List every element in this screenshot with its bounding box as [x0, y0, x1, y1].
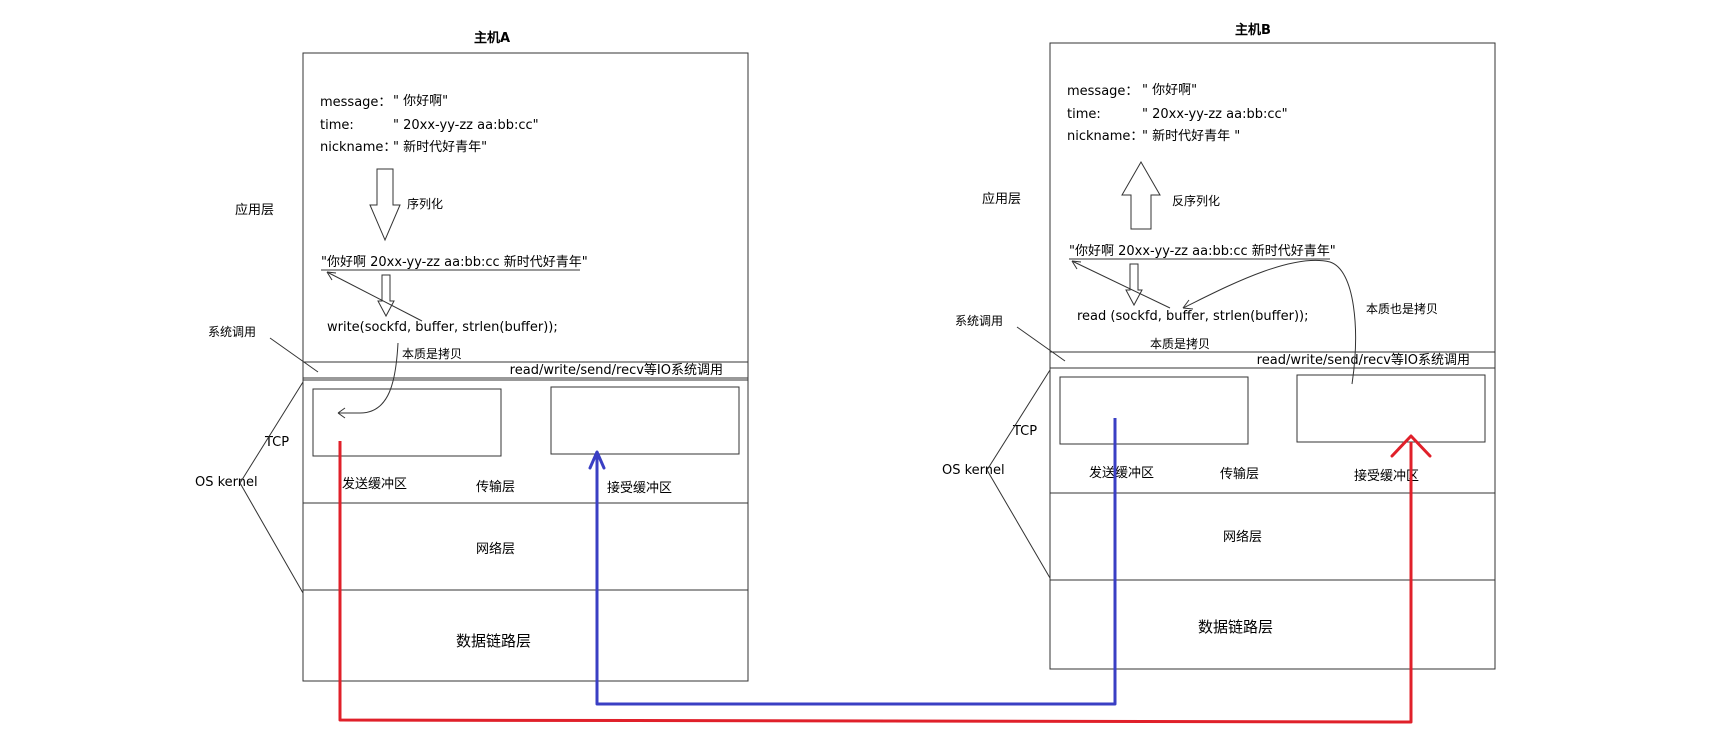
- host-a-recv-buffer-label: 接受缓冲区: [607, 480, 672, 496]
- host-a-serialize-label: 序列化: [407, 196, 443, 211]
- host-a-time-value: " 20xx-yy-zz aa:bb:cc": [393, 118, 539, 133]
- host-b-syscall-pointer-line: [1016, 326, 1066, 362]
- host-a-io-bar-label: read/write/send/recv等IO系统调用: [510, 362, 723, 378]
- host-a-side-tcp-label: TCP: [264, 435, 289, 450]
- host-a-message-label: message：: [320, 95, 391, 110]
- buffer-pointer-arrowhead-icon: [326, 271, 337, 281]
- host-b-copy-note: 本质是拷贝: [1150, 336, 1210, 351]
- host-a: 主机A message： " 你好啊" time: " 20xx-yy-zz a…: [195, 30, 749, 682]
- host-b-buffer-pointer-line: [1071, 260, 1171, 309]
- host-b-transport-label: 传输层: [1220, 466, 1259, 482]
- host-a-send-buffer-label: 发送缓冲区: [342, 476, 407, 492]
- host-a-io-bar: [302, 361, 749, 379]
- host-a-copy-note: 本质是拷贝: [402, 346, 462, 361]
- host-b-copy-note-also: 本质也是拷贝: [1366, 301, 1438, 316]
- host-a-transport-layer: [302, 379, 749, 504]
- host-b-time-value: " 20xx-yy-zz aa:bb:cc": [1142, 107, 1288, 122]
- host-b-message-label: message：: [1067, 84, 1138, 99]
- host-a-side-syscall-label: 系统调用: [208, 325, 256, 339]
- host-a-recv-buffer-box: [550, 386, 740, 455]
- host-a-side-os-label: OS kernel: [195, 475, 258, 490]
- host-b-side-tcp-label: TCP: [1012, 424, 1037, 439]
- host-a-nickname-value: " 新时代好青年": [393, 139, 487, 155]
- host-b-recv-buffer-label: 接受缓冲区: [1354, 468, 1419, 484]
- host-b-os-bracket: [986, 369, 1051, 579]
- host-a-syscall-pointer-line: [269, 337, 319, 373]
- send-path-arrowhead-icon: [1390, 434, 1432, 458]
- host-b-recv-buffer-box: [1296, 374, 1486, 443]
- small-down-arrow-icon: [377, 274, 395, 318]
- serialize-down-arrow-icon: [369, 168, 401, 242]
- host-a-transport-label: 传输层: [476, 479, 515, 495]
- host-a-copy-curve: [338, 342, 399, 414]
- host-a-network-label: 网络层: [476, 541, 515, 557]
- recv-path-arrowhead-icon: [588, 450, 606, 470]
- host-b-side-os-label: OS kernel: [942, 463, 1005, 478]
- host-b-network-label: 网络层: [1223, 529, 1262, 545]
- host-b-side-app-label: 应用层: [982, 191, 1021, 207]
- send-path-line: [338, 441, 1413, 724]
- deserialize-up-arrow-icon: [1121, 160, 1161, 230]
- host-b-nickname-value: " 新时代好青年 ": [1142, 128, 1240, 144]
- host-b-deserialize-label: 反序列化: [1172, 193, 1220, 208]
- host-b-message-value: " 你好啊": [1142, 83, 1197, 98]
- host-a-time-label: time:: [320, 118, 354, 133]
- host-b-time-label: time:: [1067, 107, 1101, 122]
- host-b-copy-curve: [1182, 260, 1356, 385]
- host-b-send-buffer-box: [1059, 376, 1249, 445]
- host-b-side-syscall-label: 系统调用: [955, 314, 1003, 328]
- host-b-syscall-code: read (sockfd, buffer, strlen(buffer));: [1077, 309, 1308, 324]
- buffer-pointer-line: [326, 271, 423, 322]
- host-a-message-value: " 你好啊": [393, 94, 448, 109]
- host-b-io-bar-label: read/write/send/recv等IO系统调用: [1257, 352, 1470, 368]
- host-a-copy-arrowhead-icon: [337, 407, 346, 419]
- recv-path-line: [595, 418, 1117, 706]
- host-a-side-app-label: 应用层: [235, 202, 274, 218]
- host-b: 主机B message： " 你好啊" time: " 20xx-yy-zz a…: [942, 22, 1496, 670]
- host-b-buffer-pointer-arrowhead-icon: [1071, 260, 1082, 270]
- host-a-datalink-label: 数据链路层: [456, 632, 531, 650]
- host-a-nickname-label: nickname：: [320, 140, 396, 155]
- host-b-io-bar: [1049, 351, 1496, 369]
- host-b-send-buffer-label: 发送缓冲区: [1089, 465, 1154, 481]
- host-b-title: 主机B: [1235, 22, 1271, 38]
- host-a-title: 主机A: [474, 30, 510, 46]
- host-a-os-bracket: [239, 381, 304, 594]
- host-a-serialized-string: "你好啊 20xx-yy-zz aa:bb:cc 新时代好青年": [321, 254, 588, 270]
- host-b-small-down-arrow-icon: [1125, 263, 1143, 307]
- host-a-send-buffer-box: [312, 388, 502, 457]
- host-b-copy-arrowhead-icon: [1182, 299, 1194, 310]
- host-a-syscall-code: write(sockfd, buffer, strlen(buffer));: [327, 320, 558, 335]
- host-b-nickname-label: nickname：: [1067, 129, 1143, 144]
- host-b-datalink-label: 数据链路层: [1198, 618, 1273, 636]
- host-b-serialized-string: "你好啊 20xx-yy-zz aa:bb:cc 新时代好青年": [1069, 243, 1336, 259]
